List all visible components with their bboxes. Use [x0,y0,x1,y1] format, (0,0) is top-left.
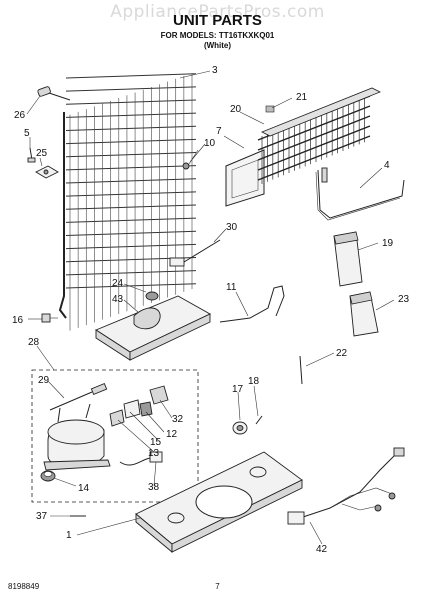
coil-run [65,191,197,197]
coil-run [65,86,197,92]
coil-run [65,217,197,223]
models-line: FOR MODELS: TT16TKXKQ01 [160,31,275,40]
callout-38: 38 [148,482,160,493]
relay-overload [109,385,169,427]
grommet-17 [232,421,248,435]
callout-25: 25 [36,148,48,159]
condenser-coil [58,73,197,331]
callout-32: 32 [172,414,184,425]
callout-4: 4 [384,160,390,171]
compressor [43,403,111,471]
callout-12: 12 [166,429,178,440]
bracket-part [35,165,59,179]
callout-24: 24 [112,278,124,289]
leader-lines [26,70,395,545]
evaporator-tube [257,105,371,151]
callout-3: 3 [212,65,218,76]
coil-run [65,270,197,276]
evaporator-tube [257,115,371,161]
callout-43: 43 [112,294,124,305]
screw-part [37,86,71,101]
callout-11: 11 [226,282,237,293]
compressor-group-box [31,369,199,503]
color-line: (White) [203,41,232,50]
base-plate [135,451,303,553]
callout-7: 7 [216,126,222,137]
coil-run [65,230,197,236]
callout-21: 21 [296,92,308,103]
callout-17: 17 [232,384,244,395]
drain-pan [95,291,211,361]
evaporator-tube [257,125,371,171]
coil-run [65,165,197,171]
evaporator-tube [257,135,371,181]
screw-18 [255,415,263,425]
coil-frame [58,112,67,319]
coil-run [65,73,197,79]
callout-13: 13 [148,448,160,459]
coil-run [65,178,197,184]
callout-30: 30 [226,222,238,233]
callout-20: 20 [230,104,242,115]
callout-18: 18 [248,376,260,387]
coil-run [65,243,197,250]
clip-21 [265,105,275,113]
wire-harness [287,447,405,525]
start-device [49,383,108,411]
callout-37: 37 [36,511,48,522]
coil-run [65,125,197,131]
insulation-block-19 [333,231,363,287]
rod-22 [299,355,303,385]
callout-1: 1 [66,530,72,541]
callout-42: 42 [316,544,328,555]
clip-part [27,147,36,163]
page-title: UNIT PARTS [173,12,262,29]
thermostat-probe [169,239,221,267]
coil-run [65,152,197,158]
coil-run [65,112,197,118]
callout-26: 26 [14,110,26,121]
insulation-block-23 [349,291,379,337]
grommet [40,470,56,482]
callout-28: 28 [28,337,40,348]
callout-labels: 3 26 5 25 10 20 21 7 4 30 19 24 43 11 23 16 22 28 29 17 18 32… [12,65,410,555]
callout-14: 14 [78,483,90,494]
evaporator-assembly [225,87,381,207]
callout-5: 5 [24,128,30,139]
coil-run [65,283,197,289]
evaporator-cover [225,149,265,207]
evaporator-cover-inner [231,159,259,199]
document-number: 8198849 [8,582,40,591]
callout-16: 16 [12,315,24,326]
callout-10: 10 [204,138,216,149]
callout-15: 15 [150,437,162,448]
callout-29: 29 [38,375,50,386]
page-number: 7 [215,582,220,591]
callout-23: 23 [398,294,410,305]
coil-run [65,204,197,210]
clip-16 [41,313,58,323]
callout-22: 22 [336,348,348,359]
evaporator-rail [261,87,381,137]
heater-tube [315,167,405,221]
coil-run [65,99,197,105]
callout-19: 19 [382,238,394,249]
coil-run [65,138,197,145]
drain-tube [219,285,285,323]
